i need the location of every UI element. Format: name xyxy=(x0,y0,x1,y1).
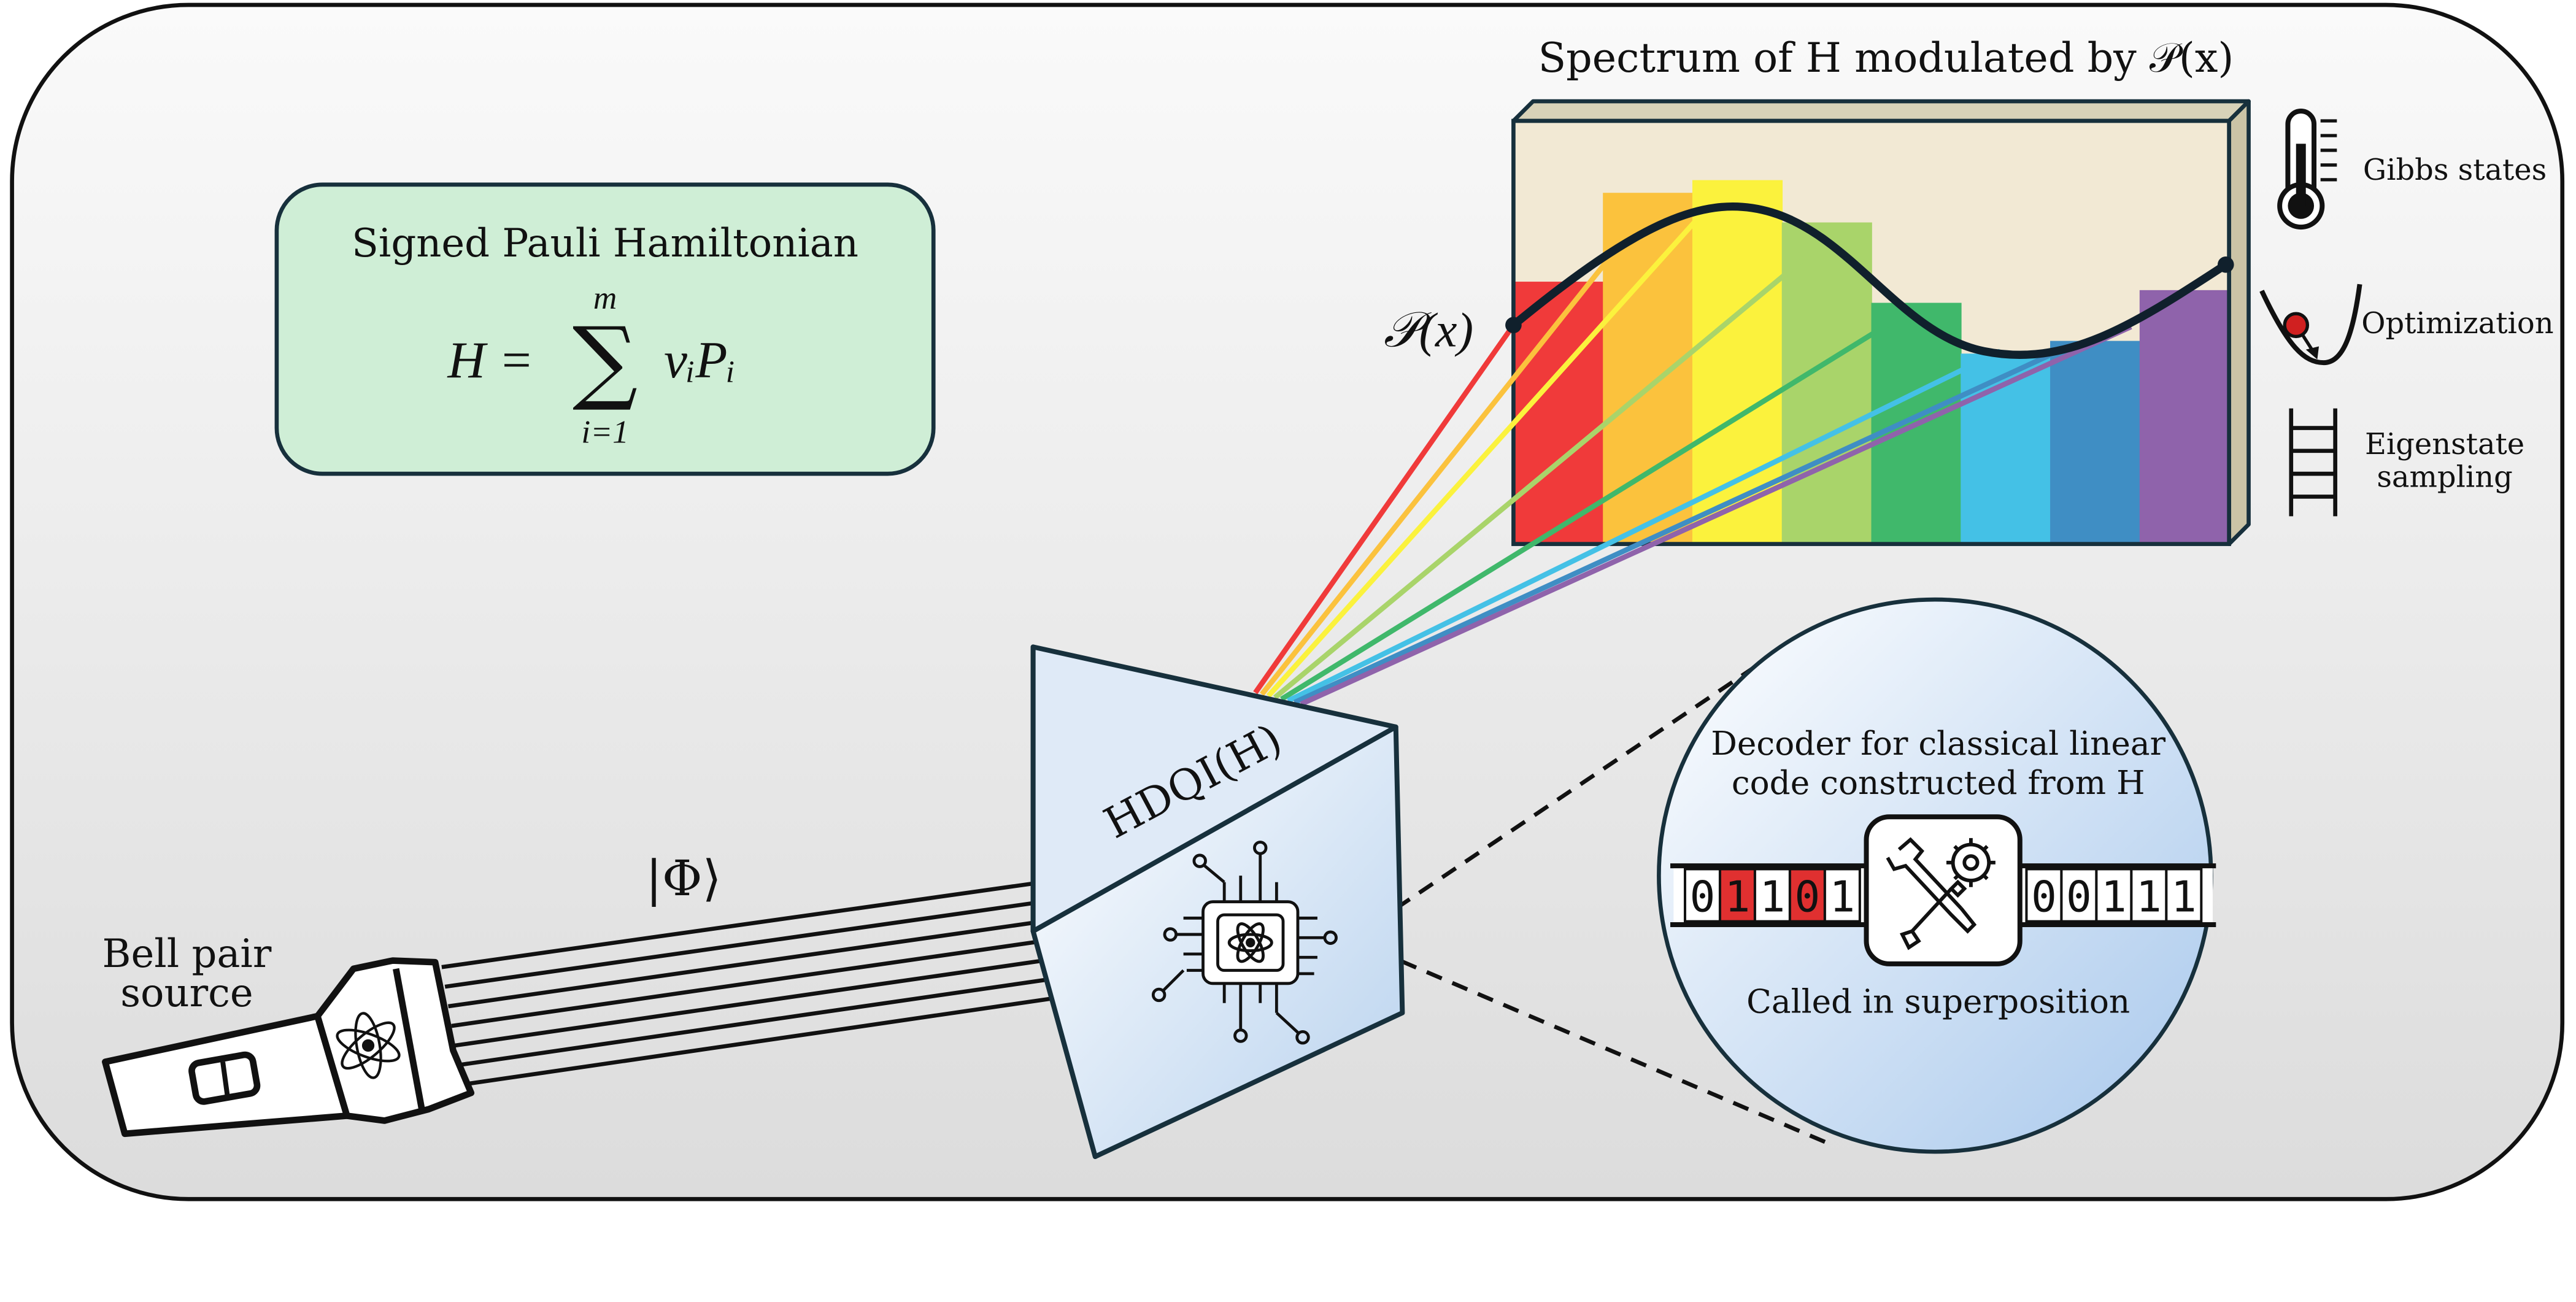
tape-cell xyxy=(1823,868,1861,923)
modulation-curve xyxy=(1505,202,2234,359)
tape-bit: 1 xyxy=(1830,873,1856,922)
formula-body: vᵢPᵢ xyxy=(664,331,736,389)
gibbs-label: Gibbs states xyxy=(2363,153,2547,187)
eigenstate-label-2: sampling xyxy=(2377,460,2512,494)
curve-end-dot xyxy=(2217,256,2234,273)
spectrum-bar xyxy=(2139,290,2230,544)
eigenstate-label-1: Eigenstate xyxy=(2365,428,2524,461)
tape-bit: 0 xyxy=(1795,873,1821,922)
spectrum-ray xyxy=(1300,324,2132,707)
curve-label: 𝒫(x) xyxy=(1384,303,1473,357)
tape-cell xyxy=(2165,868,2203,923)
spectrum-ray xyxy=(1273,243,1822,700)
tape-cell xyxy=(2130,868,2168,923)
spectrum-title: Spectrum of H modulated by 𝒫(x) xyxy=(1538,34,2234,82)
sum-lower: i=1 xyxy=(581,414,628,450)
rainbow-rays xyxy=(1253,207,2132,707)
beam-label: |Φ⟩ xyxy=(646,850,722,907)
curve-start-dot xyxy=(1505,317,1522,334)
optimization-icon xyxy=(2259,283,2362,366)
tape-bit: 1 xyxy=(1760,873,1786,922)
tape-bit: 0 xyxy=(2031,873,2057,922)
decoder-caption: Called in superposition xyxy=(1746,983,2130,1021)
tape-bit: 0 xyxy=(2066,873,2092,922)
optimization-label: Optimization xyxy=(2361,307,2553,341)
source-label-1: Bell pair xyxy=(102,931,272,977)
tools-icon xyxy=(1886,837,1996,950)
hamiltonian-title: Signed Pauli Hamiltonian xyxy=(352,221,858,266)
decoder-tool-box xyxy=(1864,814,2023,966)
source-label-2: source xyxy=(120,971,253,1016)
tape-cell xyxy=(2095,868,2133,923)
decoder-line-1: Decoder for classical linear xyxy=(1711,725,2165,763)
sum-symbol: ∑ xyxy=(573,308,638,414)
tape-bit: 1 xyxy=(2101,873,2127,922)
tape-bit: 1 xyxy=(1725,873,1751,922)
zoom-line-top xyxy=(1349,648,1781,941)
atom-icon xyxy=(336,1012,401,1079)
spectrum-ray xyxy=(1253,323,1516,695)
spectrum-ray xyxy=(1260,252,1616,696)
tape-bit: 1 xyxy=(2136,873,2162,922)
formula-lhs: H = xyxy=(447,331,534,389)
thermometer-icon xyxy=(2277,109,2337,230)
bell-pair-source xyxy=(102,957,475,1138)
bell-pair-beam xyxy=(441,877,1066,1087)
quantum-chip-icon xyxy=(1151,841,1338,1045)
spectrum-ray xyxy=(1293,344,2070,705)
spectrum-ray xyxy=(1266,207,1708,698)
spectrum-bar xyxy=(2050,341,2141,544)
tape-bit: 1 xyxy=(2171,873,2197,922)
tape-cell xyxy=(1753,868,1791,923)
decoder-line-2: code constructed from H xyxy=(1732,764,2145,802)
tape-bit: 0 xyxy=(1690,873,1716,922)
spectrum-ray xyxy=(1280,308,1912,702)
spectrum-ray xyxy=(1287,349,2002,704)
zoom-line-bottom xyxy=(1349,937,1830,1146)
hamiltonian-box: Signed Pauli Hamiltonian H = ∑ m i=1 vᵢP… xyxy=(274,182,936,476)
ladder-icon xyxy=(2289,408,2337,517)
sum-upper: m xyxy=(593,280,617,316)
